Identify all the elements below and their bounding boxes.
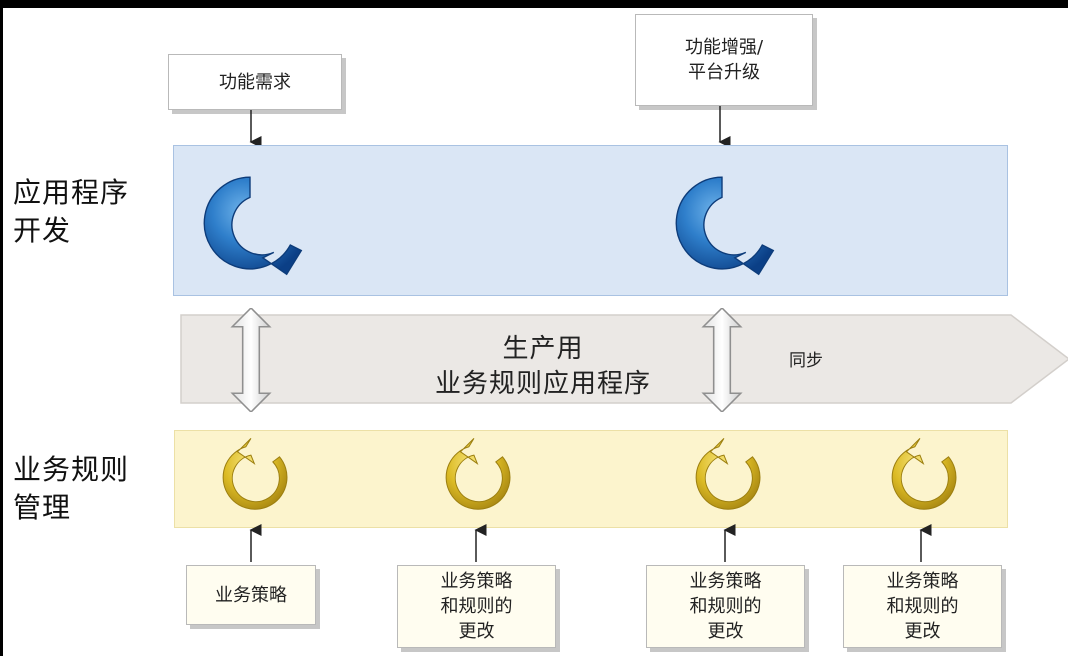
app-dev-label: 应用程序 开发 xyxy=(13,176,130,247)
diagram-canvas: 应用程序 开发 业务规则 管理 功能需求 功能增强/ 平台升级 生产用 业务规则… xyxy=(3,8,1068,656)
production-title: 生产用 xyxy=(502,334,584,364)
sync-label: 同步 xyxy=(789,351,823,371)
policy-change-box-3: 业务策略 和规则的 更改 xyxy=(843,565,1002,648)
feature-request-box: 功能需求 xyxy=(168,54,342,110)
top-connectors xyxy=(249,106,731,148)
enhancement-box: 功能增强/ 平台升级 xyxy=(635,14,813,106)
production-arrow xyxy=(180,314,1068,404)
policy-change-box-2: 业务策略 和规则的 更改 xyxy=(646,565,805,648)
bottom-connectors xyxy=(249,524,932,562)
business-policy-box: 业务策略 xyxy=(186,565,316,625)
production-subtitle: 业务规则应用程序 xyxy=(434,369,651,399)
rule-mgmt-label: 业务规则 管理 xyxy=(13,453,130,524)
app-dev-band xyxy=(173,145,1008,296)
policy-change-box-1: 业务策略 和规则的 更改 xyxy=(397,565,556,648)
rule-mgmt-band xyxy=(174,430,1008,528)
